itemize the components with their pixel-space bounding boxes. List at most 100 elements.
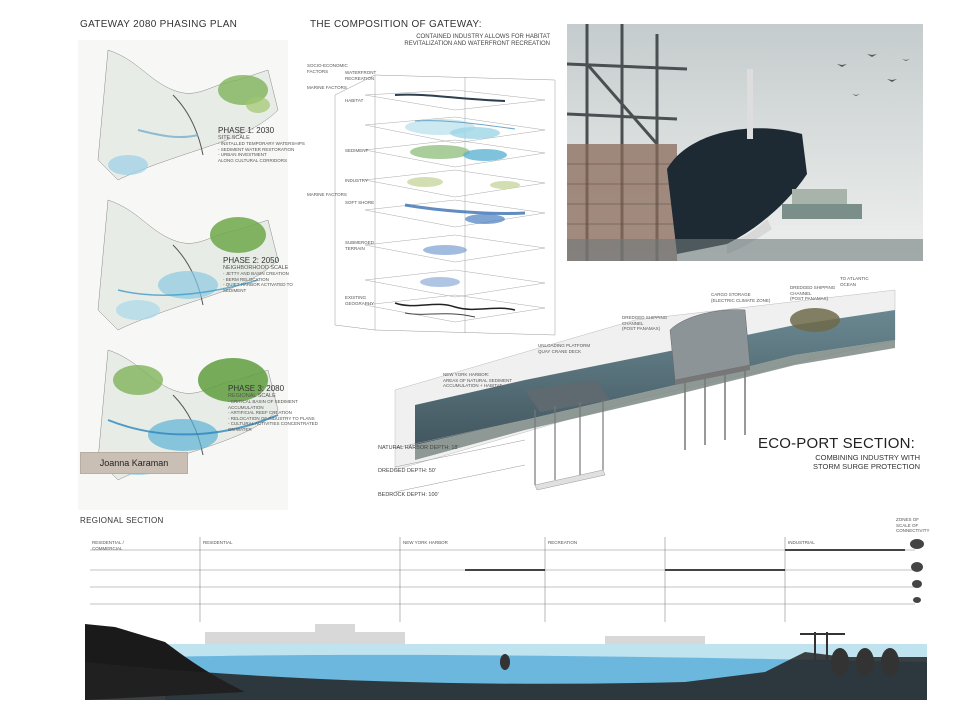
- phase-3-note: ACCUMULATION: [228, 404, 264, 410]
- eco-port-subtitle-line1: COMBINING INDUSTRY WITH: [815, 453, 920, 462]
- channel-2-label-line: DREDGED SHIPPING: [790, 285, 836, 290]
- regional-ships: [500, 648, 899, 676]
- composition-subtitle: CONTAINED INDUSTRY ALLOWS FOR HABITAT RE…: [360, 34, 550, 48]
- layer-label: WATERFRONT RECREATION: [345, 70, 377, 81]
- platform-label-line: UNLOADING PLATFORM: [538, 343, 591, 348]
- eco-port-axon: [394, 289, 896, 493]
- phase-2-scale: NEIGHBORHOOD SCALE: [223, 265, 289, 271]
- phasing-map-column: [78, 40, 288, 510]
- layer-label: INDUSTRY: [345, 178, 368, 183]
- phase-2-map: [97, 199, 279, 331]
- layer-label: EXISTING GEOGRAPHY: [345, 295, 375, 306]
- cargo-storage-label-line: CARGO STORAGE: [711, 292, 751, 297]
- phase-3-label: PHASE 3: 2080 REGIONAL SCALE - CRITICAL …: [228, 384, 318, 432]
- phasing-title: GATEWAY 2080 PHASING PLAN: [80, 19, 238, 30]
- scale-connectivity-icons: [910, 539, 924, 603]
- channel-1-label: DREDGED SHIPPING CHANNEL (POST PANAMAX): [622, 315, 677, 332]
- depth-lines: [394, 419, 526, 493]
- phase-3-note: - CRITICAL BASIN OF SEDIMENT: [228, 399, 298, 404]
- phase-1-label: PHASE 1: 2030 SITE SCALE - INSTALLED TEM…: [218, 126, 308, 163]
- regional-section-svg: [85, 537, 927, 700]
- layer-soft-shore: [364, 199, 546, 228]
- port-cranes: [800, 632, 845, 660]
- channel-1-label-line: CHANNEL: [622, 320, 644, 326]
- atlantic-label-line: TO ATLANTIC: [840, 276, 869, 281]
- phase-2-note: - QUIET HARBOR ACTIVATED TO SEDIMENT: [223, 282, 293, 293]
- connectivity-label: ZONES OF SCALE OF CONNECTIVITY: [896, 517, 930, 533]
- ship-hull: [667, 128, 807, 254]
- composition-axon-diagram: [305, 55, 560, 345]
- atlantic-label: TO ATLANTIC OCEAN: [840, 276, 880, 287]
- bedrock-depth-label: BEDROCK DEPTH: 100': [378, 492, 439, 498]
- phase-1-title: PHASE 1: 2030: [218, 126, 275, 135]
- regional-zone-label: RESIDENTIAL: [203, 540, 233, 545]
- phase-2-note: - BERM RELOCATION: [223, 276, 269, 282]
- channel-1-label-line: (POST PANAMAX): [622, 326, 661, 331]
- composition-subtitle-line1: CONTAINED INDUSTRY ALLOWS FOR HABITAT: [416, 34, 550, 40]
- regional-zone-label: NEW YORK HARBOR: [403, 540, 448, 545]
- layer-geography: [364, 294, 546, 323]
- phase-1-note: - INSTALLED TEMPORARY WATERSHIPS: [218, 141, 305, 146]
- ny-harbor-label-line: ACCUMULATION + HABITAT: [443, 383, 503, 388]
- distant-ship: [782, 204, 862, 219]
- eco-port-title: ECO-PORT SECTION:: [758, 435, 916, 452]
- composition-subtitle-line2: REVITALIZATION AND WATERFRONT RECREATION: [404, 41, 550, 47]
- layer-label: HABITAT: [345, 98, 364, 103]
- dredged-depth-label: DREDGED DEPTH: 50': [378, 468, 436, 474]
- layer-existing: [364, 269, 546, 298]
- channel-2-label-line: CHANNEL: [790, 290, 812, 296]
- phase-1-note: ALONG CULTURAL CORRIDORS: [218, 157, 288, 163]
- container-ship-photo: [567, 24, 923, 261]
- unloading-platform: [525, 380, 610, 491]
- regional-zone-label: RESIDENTIAL / COMMERCIAL: [92, 540, 124, 551]
- composition-title: THE COMPOSITION OF GATEWAY:: [310, 19, 482, 30]
- platform-label-line: QUAY CRANE DECK: [538, 348, 582, 354]
- layer-label: SOFT SHORE: [345, 200, 375, 205]
- ny-harbor-label-line: AREAS OF NATURAL SEDIMENT: [443, 377, 513, 383]
- phasing-maps-drawing: [97, 49, 279, 481]
- regional-section-drawing: [85, 532, 927, 700]
- composition-left-label: SOCIO-ECONOMIC FACTORS: [307, 63, 348, 74]
- atlantic-label-line: OCEAN: [840, 281, 857, 287]
- layer-sediment: [364, 139, 546, 168]
- layer-habitat: [364, 116, 546, 144]
- phase-2-title: PHASE 2: 2050: [223, 256, 280, 265]
- ny-harbor-label: NEW YORK HARBOR: AREAS OF NATURAL SEDIME…: [443, 372, 528, 389]
- layer-submerged: [364, 234, 546, 263]
- phase-1-scale: SITE SCALE: [218, 135, 250, 141]
- phase-3-title: PHASE 3: 2080: [228, 384, 285, 393]
- phase-3-note: - ARTIFICIAL REEF CREATION: [228, 410, 292, 415]
- composition-left-label: MARINE FACTORS: [307, 192, 347, 197]
- phase-3-note: - CULTURAL ACTIVITIES CONCENTRATED: [228, 421, 318, 426]
- layer-waterfront: [364, 89, 546, 111]
- axon-layers-drawing: [334, 74, 556, 336]
- eco-port-subtitle-line2: STORM SURGE PROTECTION: [813, 462, 920, 471]
- channel-1-label-line: DREDGED SHIPPING: [622, 315, 668, 320]
- habitat-mound: [790, 308, 840, 332]
- phase-3-note: ON WATER: [228, 426, 252, 432]
- eco-port-section-drawing: [375, 270, 920, 510]
- ship-mast: [747, 69, 753, 139]
- layer-industry: [364, 169, 546, 198]
- cargo-storage-label: CARGO STORAGE (ELECTRIC CLIMATE ZONE): [711, 292, 781, 303]
- channel-2-label-line: (POST PANAMAX): [790, 296, 829, 301]
- regional-bars: [465, 549, 905, 571]
- eco-port-subtitle: COMBINING INDUSTRY WITH STORM SURGE PROT…: [800, 453, 920, 471]
- phase-3-note: - RELOCATION OF INDUSTRY TO PLANS: [228, 415, 315, 421]
- cargo-storage-label-line: (ELECTRIC CLIMATE ZONE): [711, 297, 771, 303]
- cargo-storage-building: [669, 309, 751, 450]
- ny-harbor-label-line: NEW YORK HARBOR:: [443, 372, 490, 377]
- container-lines: [567, 163, 677, 225]
- layer-label: SEDIMENT: [345, 148, 369, 153]
- phase-1-note: - URBAN INVESTMENT: [218, 152, 267, 157]
- water-surface: [567, 239, 923, 261]
- ship-photo-drawing: [567, 24, 923, 261]
- phase-1-map: [97, 49, 279, 181]
- author-name-box: Joanna Karaman: [80, 452, 188, 474]
- platform-label: UNLOADING PLATFORM QUAY CRANE DECK: [538, 343, 603, 354]
- channel-2-label: DREDGED SHIPPING CHANNEL (POST PANAMAX): [790, 285, 840, 302]
- regional-zone-label: INDUSTRIAL: [788, 540, 815, 545]
- phase-2-label: PHASE 2: 2050 NEIGHBORHOOD SCALE - JETTY…: [223, 256, 313, 293]
- phase-2-note: - JETTY AND BASIN CREATION: [223, 271, 289, 276]
- birds: [837, 54, 910, 96]
